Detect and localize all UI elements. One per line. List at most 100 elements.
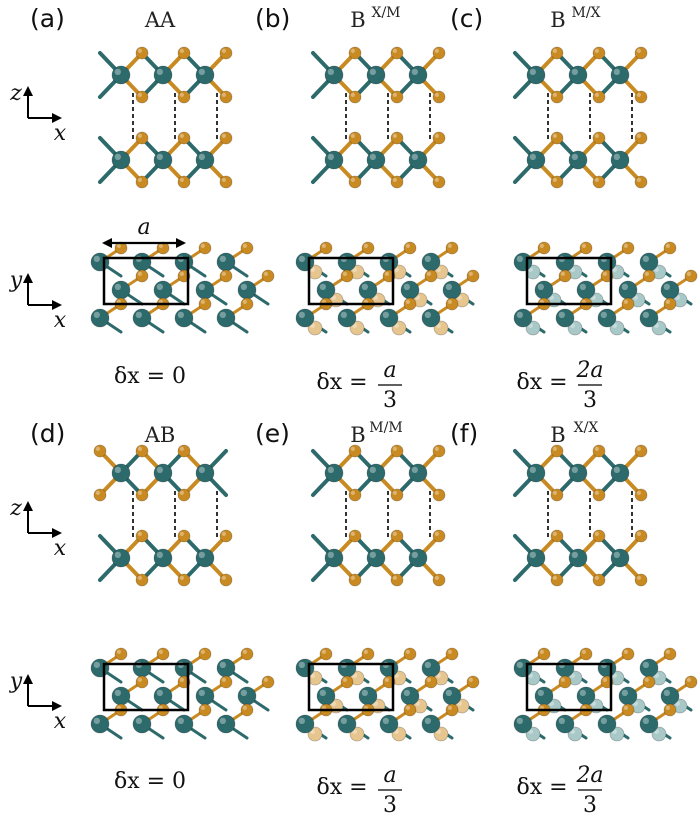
shift-num: 2a <box>575 763 603 788</box>
atom-highlight <box>426 677 431 683</box>
shift-label: δx =a3 <box>316 763 402 818</box>
title-sup: X/M <box>371 5 400 21</box>
chalcogen-atom <box>177 46 191 60</box>
atom-highlight <box>361 283 368 290</box>
chalcogen-atom <box>177 175 191 189</box>
atom-highlight <box>447 243 452 248</box>
metal-atom <box>526 150 546 170</box>
atom-highlight <box>114 68 121 75</box>
chalcogen-atom <box>550 529 564 543</box>
atom-highlight <box>529 466 536 473</box>
shift-den: 3 <box>583 793 597 818</box>
atom-highlight <box>552 531 558 537</box>
atom-highlight <box>221 677 226 683</box>
atom-highlight <box>198 153 206 161</box>
atom-highlight <box>221 48 226 54</box>
unit-cell <box>307 662 395 712</box>
chalcogen-atom <box>634 90 648 104</box>
shift-text: δx = 0 <box>114 364 186 389</box>
faded-atom <box>525 320 541 336</box>
shift-num: a <box>383 763 396 788</box>
atom-highlight <box>403 283 410 290</box>
metal-atom <box>660 280 680 300</box>
metal-atom <box>421 252 441 272</box>
chalcogen-atom <box>445 703 459 717</box>
metal-atom <box>379 714 399 734</box>
atom-highlight <box>665 299 671 304</box>
axis-label-z: z <box>9 496 22 521</box>
chalcogen-atom <box>219 131 233 145</box>
metal-atom <box>153 463 173 483</box>
top-view <box>295 241 480 336</box>
chalcogen-atom <box>642 675 656 689</box>
atom-highlight <box>221 531 226 537</box>
chalcogen-atom <box>537 647 551 661</box>
chalcogen-atom <box>592 90 606 104</box>
shift-text: δx = 0 <box>114 769 186 794</box>
chalcogen-atom <box>550 488 564 502</box>
atom-highlight <box>602 677 608 683</box>
atom-highlight <box>200 299 205 304</box>
chalcogen-atom <box>432 488 446 502</box>
faded-atom <box>651 726 667 742</box>
chalcogen-atom <box>642 269 656 283</box>
chalcogen-atom <box>177 131 191 145</box>
atom-highlight <box>114 689 121 696</box>
chalcogen-atom <box>621 297 635 311</box>
atom-highlight <box>445 283 452 290</box>
shift-den: 3 <box>583 388 597 413</box>
faded-atom <box>433 726 449 742</box>
metal-atom <box>316 280 336 300</box>
atom-highlight <box>179 490 184 495</box>
faded-atom <box>433 320 449 336</box>
chalcogen-atom <box>403 703 417 717</box>
atom-highlight <box>369 153 376 161</box>
metal-atom <box>216 658 236 678</box>
atom-highlight <box>93 311 100 318</box>
atom-highlight <box>405 705 410 711</box>
atom-highlight <box>363 243 368 248</box>
metal-atom <box>610 65 630 85</box>
metal-atom <box>639 252 659 272</box>
title-base: B <box>550 423 565 447</box>
top-view <box>90 647 275 740</box>
chalcogen-atom <box>135 90 149 104</box>
atom-highlight <box>116 649 121 655</box>
chalcogen-atom <box>634 131 648 145</box>
atom-highlight <box>434 48 439 54</box>
shift-text: δx = <box>516 370 567 395</box>
metal-atom <box>660 686 680 706</box>
chalcogen-atom <box>177 529 191 543</box>
atom-highlight <box>405 299 410 304</box>
metal-atom <box>513 308 533 328</box>
chalcogen-atom <box>361 647 375 661</box>
atom-highlight <box>686 271 692 276</box>
title-base: B <box>550 8 565 32</box>
chalcogen-atom <box>348 573 362 587</box>
atom-highlight <box>405 243 410 248</box>
atom-highlight <box>537 283 544 290</box>
shift-text: δx = <box>316 775 367 800</box>
shift-den: 3 <box>383 388 397 413</box>
atom-highlight <box>644 271 650 276</box>
side-view <box>311 444 446 587</box>
metal-atom <box>90 714 110 734</box>
metal-atom <box>568 548 588 568</box>
top-view <box>295 647 480 742</box>
metal-atom <box>174 308 194 328</box>
chalcogen-atom <box>135 175 149 189</box>
atom-highlight <box>447 299 452 304</box>
chalcogen-atom <box>390 90 404 104</box>
atom-highlight <box>350 177 355 182</box>
chalcogen-atom <box>432 46 446 60</box>
atom-highlight <box>179 446 184 451</box>
metal-atom <box>111 280 131 300</box>
atom-highlight <box>158 649 163 655</box>
chalcogen-atom <box>219 529 233 543</box>
shift-num: 2a <box>575 358 603 383</box>
panel-label: (e) <box>255 419 290 448</box>
metal-atom <box>90 658 110 678</box>
atom-highlight <box>240 283 248 290</box>
metal-atom <box>513 714 533 734</box>
metal-atom <box>111 150 131 170</box>
